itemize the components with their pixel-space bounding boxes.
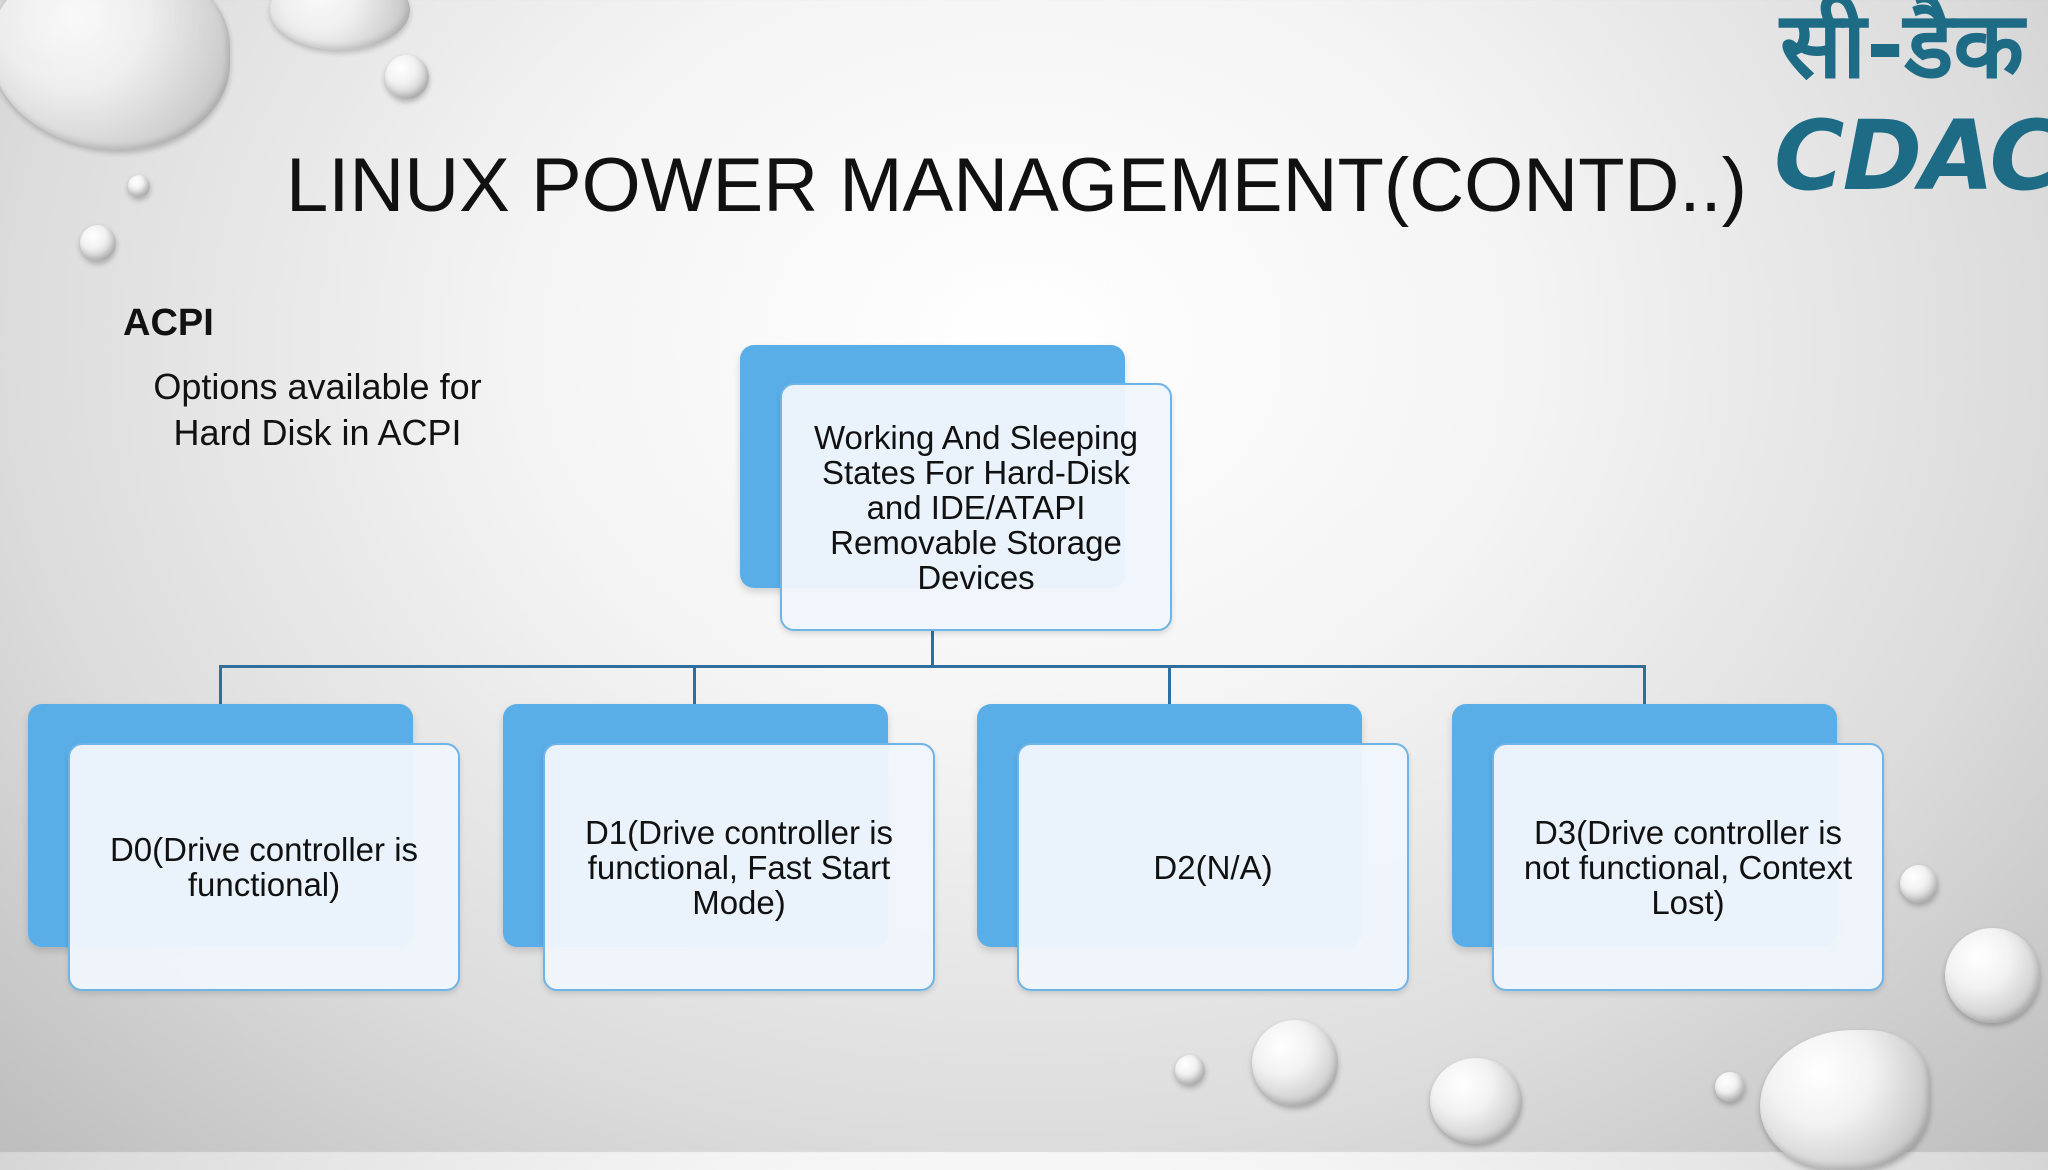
decorative-drop <box>1252 1020 1338 1106</box>
logo-hindi-text: सी-डैक <box>1780 0 2025 99</box>
connector-root-stem <box>931 630 934 667</box>
section-description: Options available for Hard Disk in ACPI <box>153 366 482 453</box>
decorative-drop <box>1760 1030 1930 1170</box>
decorative-drop <box>1900 865 1938 903</box>
decorative-drop <box>1430 1058 1522 1144</box>
slide-title: LINUX POWER MANAGEMENT(CONTD..) <box>286 143 1747 228</box>
decorative-drop <box>80 225 116 261</box>
decorative-drop-large <box>0 0 230 150</box>
decorative-drop <box>1945 928 2040 1023</box>
root-node: Working And Sleeping States For Hard-Dis… <box>780 383 1172 631</box>
decorative-drop <box>270 0 410 50</box>
child-node-d3: D3(Drive controller is not functional, C… <box>1492 743 1884 991</box>
decorative-drop <box>385 55 429 99</box>
cdac-logo: सी-डैक CDAC <box>1768 0 2048 210</box>
child-node-d0: D0(Drive controller is functional) <box>68 743 460 991</box>
decorative-drop <box>1175 1055 1205 1085</box>
child-node-d2: D2(N/A) <box>1017 743 1409 991</box>
section-label: ACPI <box>123 302 214 344</box>
decorative-drop <box>128 175 150 197</box>
child-node-d1: D1(Drive controller is functional, Fast … <box>543 743 935 991</box>
decorative-drop <box>1715 1072 1745 1102</box>
connector-horizontal-bar <box>219 665 1646 668</box>
logo-latin-text: CDAC <box>1774 100 2048 212</box>
